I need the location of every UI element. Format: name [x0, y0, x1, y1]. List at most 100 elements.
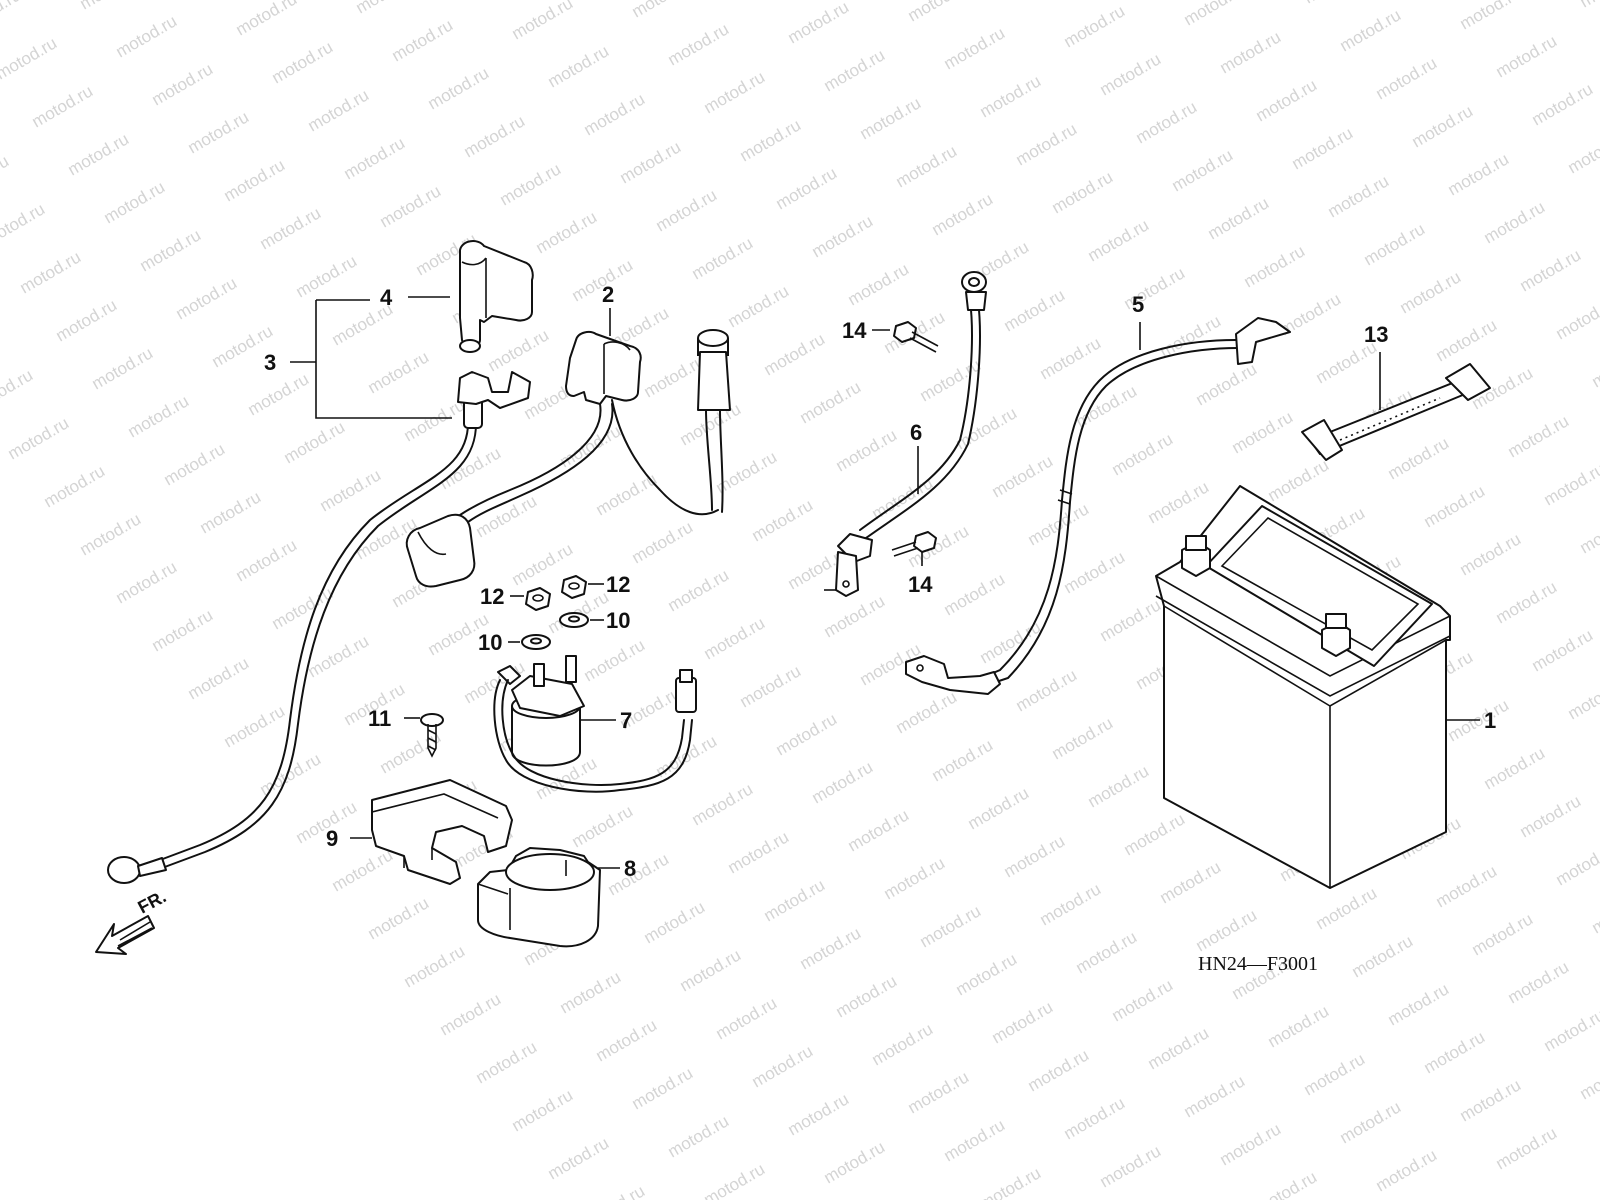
watermark-text: motod.ru [773, 163, 841, 213]
callout-5: 5 [1132, 292, 1144, 317]
callout-9: 9 [326, 826, 338, 851]
watermark-text: motod.ru [797, 377, 865, 427]
watermark-text: motod.ru [785, 1089, 853, 1139]
watermark-text: motod.ru [1493, 1123, 1561, 1173]
watermark-text: motod.ru [353, 0, 421, 17]
watermark-text: motod.ru [5, 413, 73, 463]
watermark-text: motod.ru [821, 45, 889, 95]
watermark-text: motod.ru [0, 199, 48, 249]
watermark-text: motod.ru [689, 779, 757, 829]
positive-cable-5 [905, 317, 1291, 695]
watermark-text: motod.ru [1457, 529, 1525, 579]
watermark-text: motod.ru [1505, 957, 1573, 1007]
front-label: FR. [134, 886, 169, 917]
watermark-text: motod.ru [1385, 979, 1453, 1029]
diagram-code: HN24—F3001 [1198, 953, 1318, 975]
watermark-text: motod.ru [1553, 839, 1600, 889]
watermark-text: motod.ru [1229, 407, 1297, 457]
watermark-text: motod.ru [677, 945, 745, 995]
watermark-text: motod.ru [185, 107, 253, 157]
watermark-text: motod.ru [845, 805, 913, 855]
watermark-text: motod.ru [581, 1181, 649, 1200]
callout-4: 4 [380, 285, 393, 310]
watermark-text: motod.ru [785, 0, 853, 47]
watermark-text: motod.ru [569, 801, 637, 851]
watermark-text: motod.ru [1421, 481, 1489, 531]
watermark-text: motod.ru [1577, 507, 1600, 557]
callout-1: 1 [1484, 708, 1496, 733]
watermark-text: motod.ru [893, 687, 961, 737]
watermark-text: motod.ru [629, 517, 697, 567]
relay-holder-8 [477, 847, 601, 948]
watermark-text: motod.ru [1157, 311, 1225, 361]
watermark-text: motod.ru [581, 89, 649, 139]
watermark-text: motod.ru [1181, 1071, 1249, 1121]
watermark-text: motod.ru [113, 557, 181, 607]
watermark-text: motod.ru [941, 1115, 1009, 1165]
watermark-text: motod.ru [989, 451, 1057, 501]
leader-3 [290, 299, 452, 419]
watermark-text: motod.ru [1109, 975, 1177, 1025]
watermark-text: motod.ru [1217, 1119, 1285, 1169]
callout-10-right: 10 [606, 608, 630, 633]
watermark-text: motod.ru [905, 0, 973, 25]
watermark-text: motod.ru [869, 1019, 937, 1069]
callout-12-left: 12 [480, 584, 504, 609]
watermark-text: motod.ru [1481, 743, 1549, 793]
watermark-text: motod.ru [893, 141, 961, 191]
watermark-text: motod.ru [977, 71, 1045, 121]
watermark-text: motod.ru [425, 63, 493, 113]
watermark-text: motod.ru [1493, 31, 1561, 81]
watermark-text: motod.ru [929, 735, 997, 785]
watermark-text: motod.ru [17, 247, 85, 297]
watermark-text: motod.ru [1325, 171, 1393, 221]
callout-11: 11 [368, 706, 391, 731]
watermark-text: motod.ru [305, 85, 373, 135]
watermark-text: motod.ru [101, 177, 169, 227]
watermark-text: motod.ru [1457, 0, 1525, 33]
watermark-text: motod.ru [77, 0, 145, 13]
callout-3: 3 [264, 350, 276, 375]
watermark-text: motod.ru [233, 0, 301, 39]
watermark-text: motod.ru [341, 133, 409, 183]
watermark-text: motod.ru [989, 997, 1057, 1047]
watermark-text: motod.ru [149, 59, 217, 109]
watermark-text: motod.ru [713, 993, 781, 1043]
watermark-text: motod.ru [1193, 905, 1261, 955]
watermark-text: motod.ru [377, 181, 445, 231]
watermark-text: motod.ru [509, 0, 577, 43]
watermark-text: motod.ru [1049, 167, 1117, 217]
watermark-text: motod.ru [629, 0, 697, 21]
watermark-text: motod.ru [1529, 625, 1597, 675]
watermark-text: motod.ru [1337, 5, 1405, 55]
watermark-text: motod.ru [557, 421, 625, 471]
watermark-text: motod.ru [1433, 861, 1501, 911]
watermark-text: motod.ru [1301, 1049, 1369, 1099]
watermark-text: motod.ru [809, 211, 877, 261]
watermark-text: motod.ru [797, 923, 865, 973]
watermark-text: motod.ru [977, 1163, 1045, 1200]
watermark-text: motod.ru [245, 369, 313, 419]
watermark-text: motod.ru [1529, 79, 1597, 129]
watermark-text: motod.ru [437, 989, 505, 1039]
watermark-text: motod.ru [1145, 1023, 1213, 1073]
watermark-text: motod.ru [473, 491, 541, 541]
relay-cover-9 [371, 779, 513, 885]
watermark-text: motod.ru [365, 893, 433, 943]
watermark-text: motod.ru [1121, 263, 1189, 313]
watermark-text: motod.ru [1157, 857, 1225, 907]
front-direction-arrow: FR. [95, 886, 169, 955]
watermark-text: motod.ru [809, 757, 877, 807]
watermark-text: motod.ru [1457, 1075, 1525, 1125]
watermark-text: motod.ru [89, 343, 157, 393]
watermark-text: motod.ru [1097, 1141, 1165, 1191]
callout-labels: 1 2 3 4 5 6 7 8 9 10 10 11 12 12 13 14 1… [264, 282, 1496, 881]
watermark-text: motod.ru [1361, 219, 1429, 269]
watermark-text: motod.ru [1493, 577, 1561, 627]
watermark-text: motod.ru [0, 151, 12, 201]
watermark-text: motod.ru [905, 1067, 973, 1117]
watermark-text: motod.ru [473, 1037, 541, 1087]
watermark-text: motod.ru [1349, 931, 1417, 981]
watermark-text: motod.ru [1577, 0, 1600, 11]
watermark-text: motod.ru [749, 495, 817, 545]
